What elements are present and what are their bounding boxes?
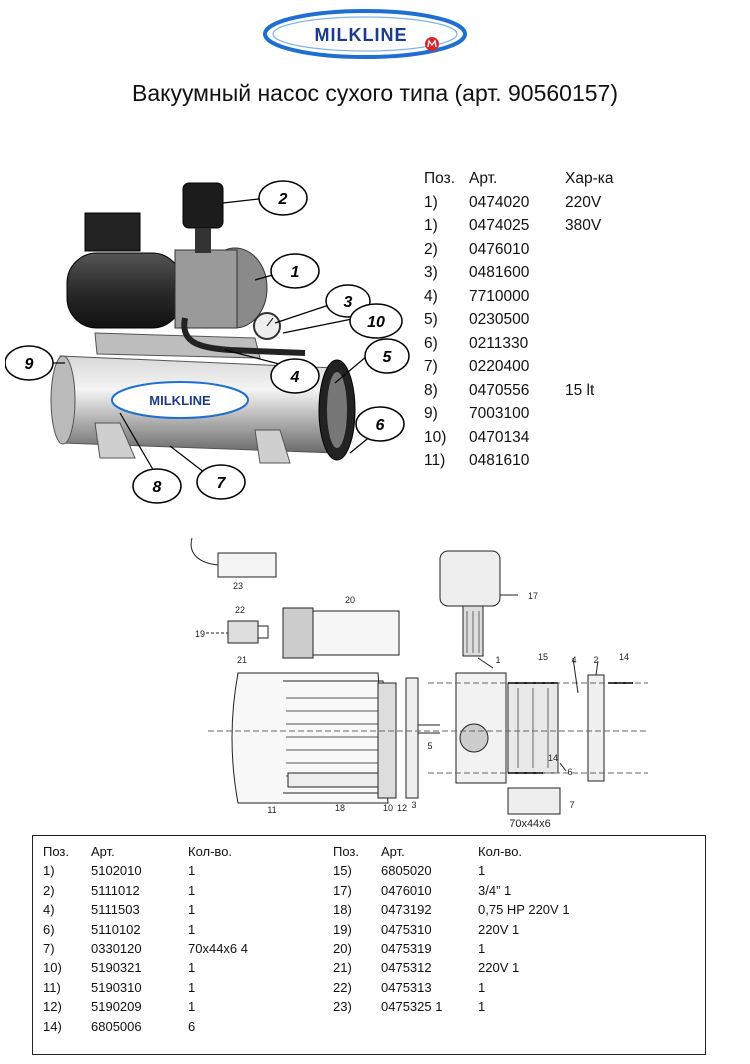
callout-2: 2: [278, 191, 288, 208]
drawing-label-14b: 14: [548, 753, 558, 763]
drawing-label-17: 17: [528, 591, 538, 601]
drawing-label-20: 20: [345, 595, 355, 605]
drawing-label-3: 3: [411, 800, 416, 810]
header-char: Хар-ка: [565, 170, 614, 187]
callout-4: 4: [290, 369, 300, 386]
drawing-label-1: 1: [495, 655, 500, 665]
callout-7: 7: [217, 475, 227, 492]
tank-label: MILKLINE: [149, 393, 211, 408]
header-pos: Поз.: [424, 170, 455, 187]
callout-8: 8: [153, 479, 162, 496]
header-art: Арт.: [469, 170, 498, 187]
drawing-label-18: 18: [335, 803, 345, 813]
drawing-label-21: 21: [237, 655, 247, 665]
exploded-drawing: 23 22 19 21 20 17 1 15 4 2 14 5 6 14 11 …: [190, 537, 648, 830]
callout-10: 10: [367, 314, 385, 331]
drawing-label-11: 11: [267, 805, 276, 815]
drawing-label-7: 7: [569, 800, 574, 810]
callout-1: 1: [291, 264, 300, 281]
svg-text:MILKLINE: MILKLINE: [315, 25, 408, 45]
drawing-label-6: 6: [567, 767, 572, 777]
drawing-label-19: 19: [195, 629, 205, 639]
drawing-label-23: 23: [233, 581, 243, 591]
milkline-logo: MILKLINE: [263, 9, 467, 59]
drawing-label-22: 22: [235, 605, 245, 615]
drawing-label-15: 15: [538, 652, 548, 662]
page-title: Вакуумный насос сухого типа (арт. 905601…: [131, 80, 619, 106]
callout-5: 5: [383, 349, 393, 366]
drawing-label-14: 14: [619, 652, 629, 662]
callout-9: 9: [25, 356, 34, 373]
drawing-label-12: 12: [397, 803, 407, 813]
callout-3: 3: [344, 294, 353, 311]
drawing-label-4: 4: [571, 655, 576, 665]
drawing-label-2: 2: [593, 655, 598, 665]
callout-6: 6: [376, 417, 385, 434]
drawing-dimension: 70x44x6: [509, 818, 551, 830]
drawing-label-5: 5: [427, 741, 432, 751]
pump-photo: MILKLINE 2 1 3 10 4 5 6: [5, 180, 410, 504]
drawing-label-10: 10: [383, 803, 393, 813]
